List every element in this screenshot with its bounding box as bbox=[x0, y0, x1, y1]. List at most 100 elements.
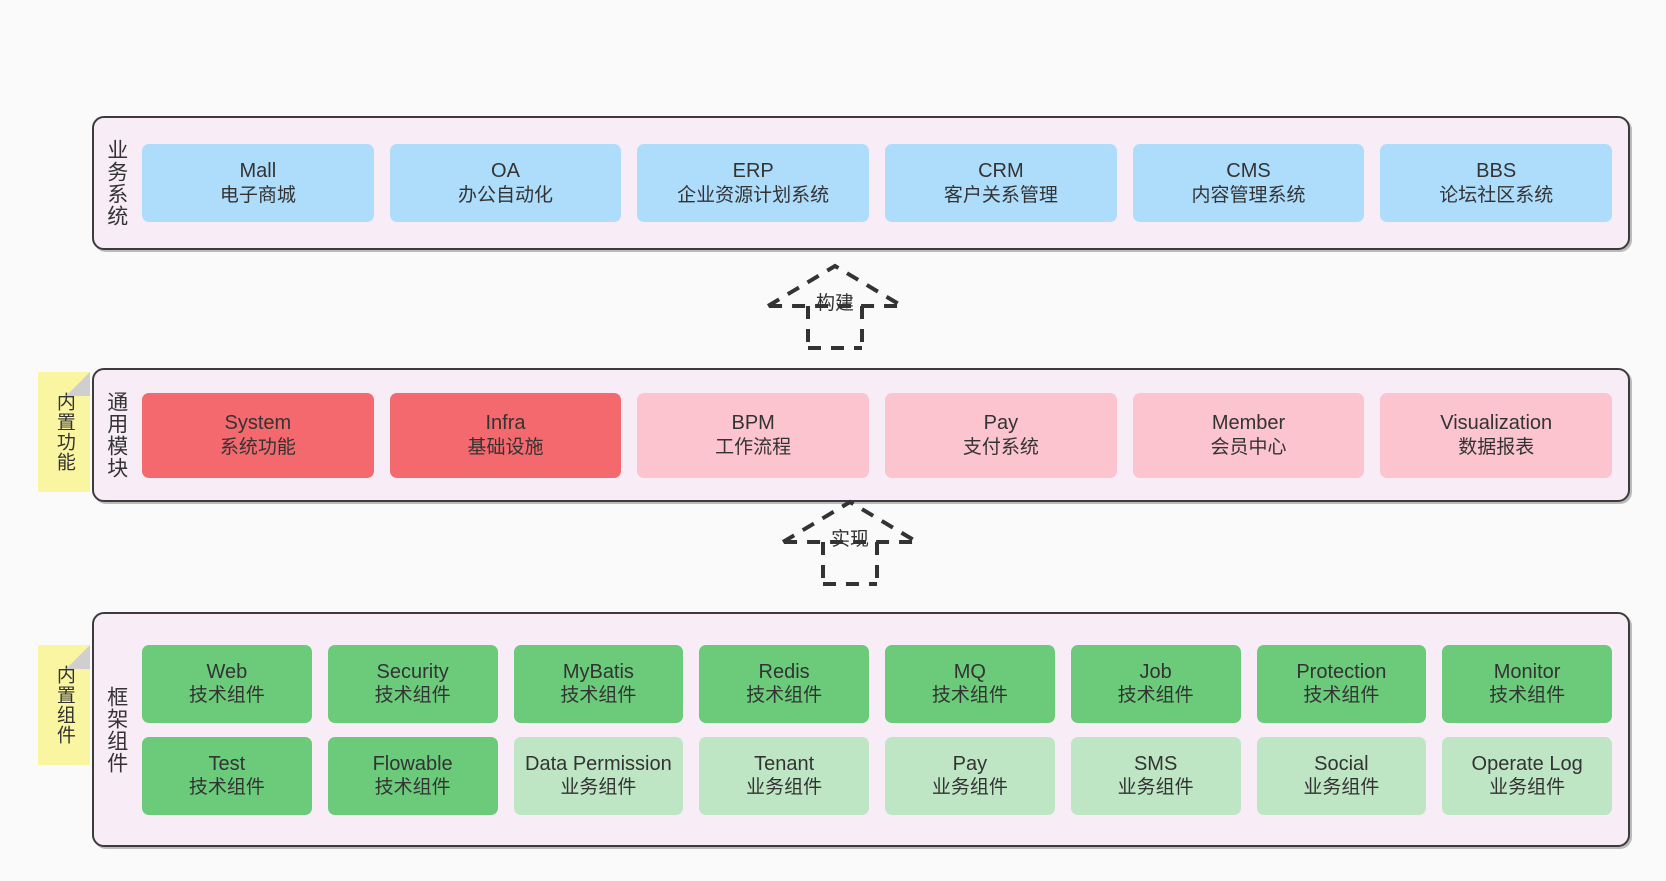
connector-implement-label: 实现 bbox=[830, 529, 870, 550]
card-title-en: Redis bbox=[758, 660, 810, 683]
card-subtitle-cn: 业务组件 bbox=[1303, 777, 1380, 799]
card-subtitle-cn: 技术组件 bbox=[1117, 685, 1194, 707]
connector-implement: 实现 bbox=[775, 494, 925, 586]
sticky-note-builtin-components: 内置组件 bbox=[38, 645, 90, 765]
card-title-en: Tenant bbox=[754, 752, 815, 775]
card-subtitle-cn: 业务组件 bbox=[1117, 777, 1194, 799]
card-title-en: Job bbox=[1139, 660, 1172, 683]
card-title-en: CRM bbox=[978, 160, 1024, 183]
layer-business-system-label: 业务系统 bbox=[104, 139, 128, 227]
card-subtitle-cn: 系统功能 bbox=[219, 436, 296, 458]
card-subtitle-cn: 数据报表 bbox=[1458, 436, 1535, 458]
card-subtitle-cn: 技术组件 bbox=[560, 685, 637, 707]
card-subtitle-cn: 技术组件 bbox=[1303, 685, 1380, 707]
card-subtitle-cn: 基础设施 bbox=[467, 436, 544, 458]
connector-build-label: 构建 bbox=[815, 293, 855, 314]
card-title-en: Data Permission bbox=[525, 752, 672, 775]
card-title-en: Test bbox=[208, 752, 246, 775]
card-title-en: BPM bbox=[731, 412, 775, 435]
layer-framework-component-label: 框架组件 bbox=[104, 685, 128, 774]
card-title-en: Infra bbox=[485, 412, 526, 435]
dashed-generalization-arrow-icon bbox=[781, 499, 925, 586]
card-subtitle-cn: 支付系统 bbox=[962, 436, 1039, 458]
card-subtitle-cn: 企业资源计划系统 bbox=[677, 184, 830, 206]
card-subtitle-cn: 电子商城 bbox=[219, 184, 296, 206]
card-subtitle-cn: 工作流程 bbox=[715, 436, 792, 458]
card-subtitle-cn: 技术组件 bbox=[374, 777, 451, 799]
card-subtitle-cn: 内容管理系统 bbox=[1191, 184, 1306, 206]
card-title-en: Mall bbox=[239, 160, 277, 183]
card-title-en: Security bbox=[376, 660, 449, 683]
card-subtitle-cn: 业务组件 bbox=[1489, 777, 1566, 799]
card-title-en: MQ bbox=[953, 660, 986, 683]
card-title-en: SMS bbox=[1133, 752, 1178, 775]
sticky-note-builtin-components-label: 内置组件 bbox=[53, 665, 75, 745]
card-subtitle-cn: 业务组件 bbox=[931, 777, 1008, 799]
card-title-en: MyBatis bbox=[562, 660, 634, 683]
card-title-en: Visualization bbox=[1440, 412, 1553, 435]
card-subtitle-cn: 技术组件 bbox=[188, 777, 265, 799]
card-title-en: CMS bbox=[1226, 160, 1271, 183]
card-title-en: BBS bbox=[1476, 160, 1517, 183]
card-subtitle-cn: 办公自动化 bbox=[458, 184, 554, 206]
dashed-generalization-arrow-icon bbox=[766, 263, 910, 350]
card-subtitle-cn: 论坛社区系统 bbox=[1439, 184, 1554, 206]
card-title-en: Operate Log bbox=[1471, 752, 1583, 775]
sticky-note-builtin-features: 内置功能 bbox=[38, 372, 90, 492]
card-subtitle-cn: 业务组件 bbox=[560, 777, 637, 799]
sticky-note-builtin-features-label: 内置功能 bbox=[53, 392, 75, 472]
card-subtitle-cn: 技术组件 bbox=[931, 685, 1008, 707]
card-title-en: Member bbox=[1211, 412, 1286, 435]
card-subtitle-cn: 客户关系管理 bbox=[943, 184, 1058, 206]
card-title-en: System bbox=[224, 412, 292, 435]
card-title-en: OA bbox=[491, 160, 520, 183]
card-subtitle-cn: 业务组件 bbox=[746, 777, 823, 799]
card-title-en: Protection bbox=[1296, 660, 1387, 683]
card-title-en: Monitor bbox=[1493, 660, 1561, 683]
card-title-en: Pay bbox=[983, 412, 1019, 435]
card-title-en: ERP bbox=[732, 160, 774, 183]
card-title-en: Web bbox=[206, 660, 248, 683]
card-title-en: Social bbox=[1314, 752, 1369, 775]
card-subtitle-cn: 技术组件 bbox=[746, 685, 823, 707]
